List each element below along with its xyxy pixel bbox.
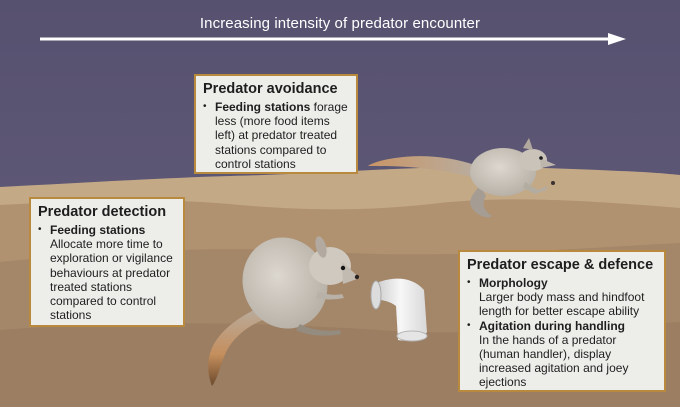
arrow-label: Increasing intensity of predator encount… [199,15,481,32]
predator-escape-box: Predator escape & defence • Morphology L… [458,250,666,392]
bettong-sitting-illustration [208,236,360,386]
predator-avoidance-title: Predator avoidance [203,81,338,97]
list-item: • Morphology Larger body mass and hindfo… [467,276,657,319]
list-item: • Feeding stations Allocate more time to… [38,223,176,322]
bettong-hopping-illustration [368,138,556,218]
item-detail: Larger body mass and hindfoot length for… [479,290,645,319]
item-detail: forage less (more food items left) at pr… [215,100,348,171]
item-heading: Agitation during handling [479,318,625,333]
bullet-icon: • [467,319,471,331]
list-item: • Feeding stations forage less (more foo… [203,100,349,171]
predator-escape-title: Predator escape & defence [467,257,654,273]
item-heading: Feeding stations [50,223,146,237]
item-detail: In the hands of a predator (human handle… [479,332,629,390]
list-item: • Agitation during handling In the hands… [467,319,657,390]
item-detail: Allocate more time to exploration or vig… [50,237,173,323]
predator-detection-title: Predator detection [38,204,167,220]
predator-detection-list: • Feeding stations Allocate more time to… [38,223,176,322]
pvc-pipe-illustration [370,278,428,342]
predator-escape-list: • Morphology Larger body mass and hindfo… [467,276,657,390]
predator-detection-box: Predator detection • Feeding stations Al… [29,197,185,327]
bullet-icon: • [38,224,42,235]
bullet-icon: • [467,277,471,288]
bullet-icon: • [203,101,207,112]
predator-avoidance-list: • Feeding stations forage less (more foo… [203,100,349,171]
item-heading: Feeding stations [215,100,311,114]
item-heading: Morphology [479,276,548,290]
intensity-arrow [40,33,626,45]
predator-avoidance-box: Predator avoidance • Feeding stations fo… [194,74,358,174]
